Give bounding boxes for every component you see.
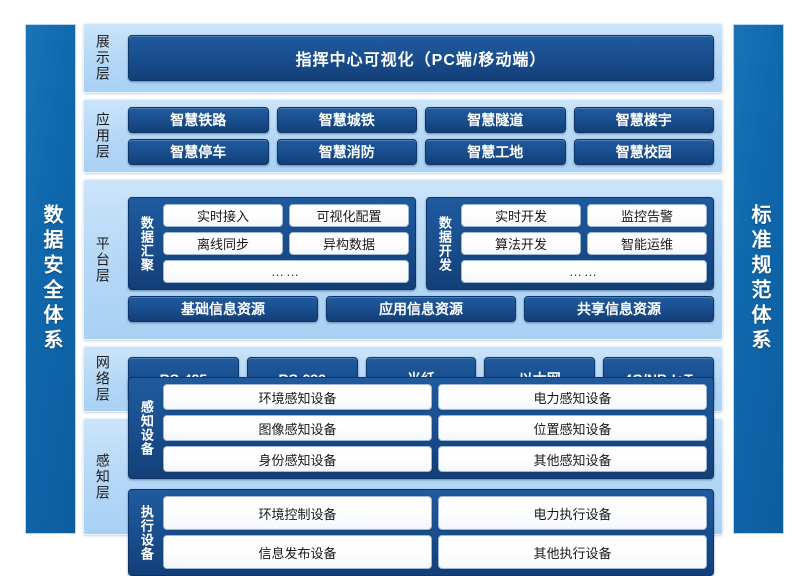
perception-group-title-wrap: 感知设备: [135, 384, 157, 472]
platform-group-title: 数据汇聚: [138, 215, 154, 272]
perception-group-title-wrap: 执行设备: [135, 496, 157, 569]
layer-application-label-wrap: 应用层: [84, 100, 120, 172]
platform-cell[interactable]: 监控告警: [587, 204, 707, 227]
layer-perception-label-wrap: 感知层: [84, 419, 120, 534]
platform-group-title-wrap: 数据汇聚: [135, 204, 157, 283]
architecture-diagram: 数据安全体系 标准规范体系 展示层 指挥中心可视化（PC端/移动端） 应用层 智…: [24, 23, 785, 576]
platform-cell[interactable]: 异构数据: [289, 232, 409, 255]
layer-application: 应用层 智慧铁路 智慧城铁 智慧隧道 智慧楼宇 智慧停车 智慧消防 智慧工地 智…: [83, 99, 723, 173]
layer-perception-label: 感知层: [94, 452, 111, 501]
platform-group-cells: 实时开发 监控告警 算法开发 智能运维 ……: [461, 204, 707, 283]
pillar-standards: 标准规范体系: [732, 23, 785, 535]
pillar-left-label: 数据安全体系: [40, 204, 62, 354]
layer-application-body: 智慧铁路 智慧城铁 智慧隧道 智慧楼宇 智慧停车 智慧消防 智慧工地 智慧校园: [120, 100, 722, 172]
perception-cell[interactable]: 环境控制设备: [163, 496, 432, 530]
application-item[interactable]: 智慧隧道: [425, 107, 566, 133]
application-item[interactable]: 智慧工地: [425, 139, 566, 165]
application-item[interactable]: 智慧停车: [128, 139, 269, 165]
platform-cell[interactable]: 可视化配置: [289, 204, 409, 227]
application-item[interactable]: 智慧楼宇: [573, 107, 714, 133]
platform-group-data-development: 数据开发 实时开发 监控告警 算法开发 智能运维 ……: [426, 197, 714, 290]
layer-display-label: 展示层: [94, 34, 111, 82]
application-item[interactable]: 智慧铁路: [128, 107, 269, 133]
layer-perception: 感知层 感知设备 环境感知设备 电力感知设备 图像感知设备 位置感知设备 身份感…: [83, 377, 723, 576]
application-item[interactable]: 智慧城铁: [276, 107, 417, 133]
layer-platform-label-wrap: 平台层: [84, 180, 120, 339]
perception-cell[interactable]: 其他感知设备: [438, 446, 707, 472]
platform-resource-item[interactable]: 应用信息资源: [326, 296, 516, 322]
perception-cell[interactable]: 电力感知设备: [438, 384, 707, 410]
platform-cell[interactable]: 智能运维: [587, 232, 707, 255]
platform-group-title: 数据开发: [436, 215, 452, 272]
perception-cell[interactable]: 位置感知设备: [438, 415, 707, 441]
layer-network-label-wrap: 网络层: [84, 347, 120, 411]
display-banner[interactable]: 指挥中心可视化（PC端/移动端）: [128, 35, 714, 81]
perception-cell[interactable]: 其他执行设备: [438, 535, 707, 569]
perception-group-cells: 环境感知设备 电力感知设备 图像感知设备 位置感知设备 身份感知设备 其他感知设…: [163, 384, 707, 472]
platform-resource-item[interactable]: 共享信息资源: [524, 296, 714, 322]
perception-cell[interactable]: 身份感知设备: [163, 446, 432, 472]
perception-group-title: 执行设备: [138, 504, 154, 561]
layer-application-label: 应用层: [94, 112, 111, 160]
perception-cell[interactable]: 电力执行设备: [438, 496, 707, 530]
application-item[interactable]: 智慧校园: [573, 139, 714, 165]
platform-cell[interactable]: 离线同步: [163, 232, 283, 255]
perception-group-actuator-devices: 执行设备 环境控制设备 电力执行设备 信息发布设备 其他执行设备: [128, 489, 714, 576]
platform-cell[interactable]: 实时开发: [461, 204, 581, 227]
platform-cell[interactable]: 算法开发: [461, 232, 581, 255]
platform-resource-item[interactable]: 基础信息资源: [128, 296, 318, 322]
layer-platform-body: 数据汇聚 实时接入 可视化配置 离线同步 异构数据 …… 数据开发: [120, 180, 722, 339]
pillar-data-security: 数据安全体系: [24, 23, 77, 535]
perception-cell[interactable]: 图像感知设备: [163, 415, 432, 441]
perception-cell[interactable]: 信息发布设备: [163, 535, 432, 569]
layer-network-label: 网络层: [94, 355, 111, 403]
platform-cell-more[interactable]: ……: [461, 260, 707, 283]
perception-group-cells: 环境控制设备 电力执行设备 信息发布设备 其他执行设备: [163, 496, 707, 569]
platform-cell-more[interactable]: ……: [163, 260, 409, 283]
layer-platform: 平台层 数据汇聚 实时接入 可视化配置 离线同步 异构数据 ……: [83, 179, 723, 340]
perception-group-sensing-devices: 感知设备 环境感知设备 电力感知设备 图像感知设备 位置感知设备 身份感知设备 …: [128, 377, 714, 479]
platform-group-data-aggregation: 数据汇聚 实时接入 可视化配置 离线同步 异构数据 ……: [128, 197, 416, 290]
platform-group-cells: 实时接入 可视化配置 离线同步 异构数据 ……: [163, 204, 409, 283]
layer-perception-body: 感知设备 环境感知设备 电力感知设备 图像感知设备 位置感知设备 身份感知设备 …: [120, 377, 722, 576]
application-item[interactable]: 智慧消防: [276, 139, 417, 165]
platform-cell[interactable]: 实时接入: [163, 204, 283, 227]
layer-platform-label: 平台层: [94, 235, 111, 284]
layer-display-body: 指挥中心可视化（PC端/移动端）: [120, 24, 722, 92]
platform-groups: 数据汇聚 实时接入 可视化配置 离线同步 异构数据 …… 数据开发: [128, 197, 714, 290]
layer-display-label-wrap: 展示层: [84, 24, 120, 92]
perception-cell[interactable]: 环境感知设备: [163, 384, 432, 410]
application-grid: 智慧铁路 智慧城铁 智慧隧道 智慧楼宇 智慧停车 智慧消防 智慧工地 智慧校园: [120, 107, 722, 165]
platform-resources: 基础信息资源 应用信息资源 共享信息资源: [128, 296, 714, 322]
layer-display: 展示层 指挥中心可视化（PC端/移动端）: [83, 23, 723, 93]
platform-group-title-wrap: 数据开发: [433, 204, 455, 283]
perception-group-title: 感知设备: [138, 400, 154, 456]
pillar-right-label: 标准规范体系: [748, 204, 770, 354]
